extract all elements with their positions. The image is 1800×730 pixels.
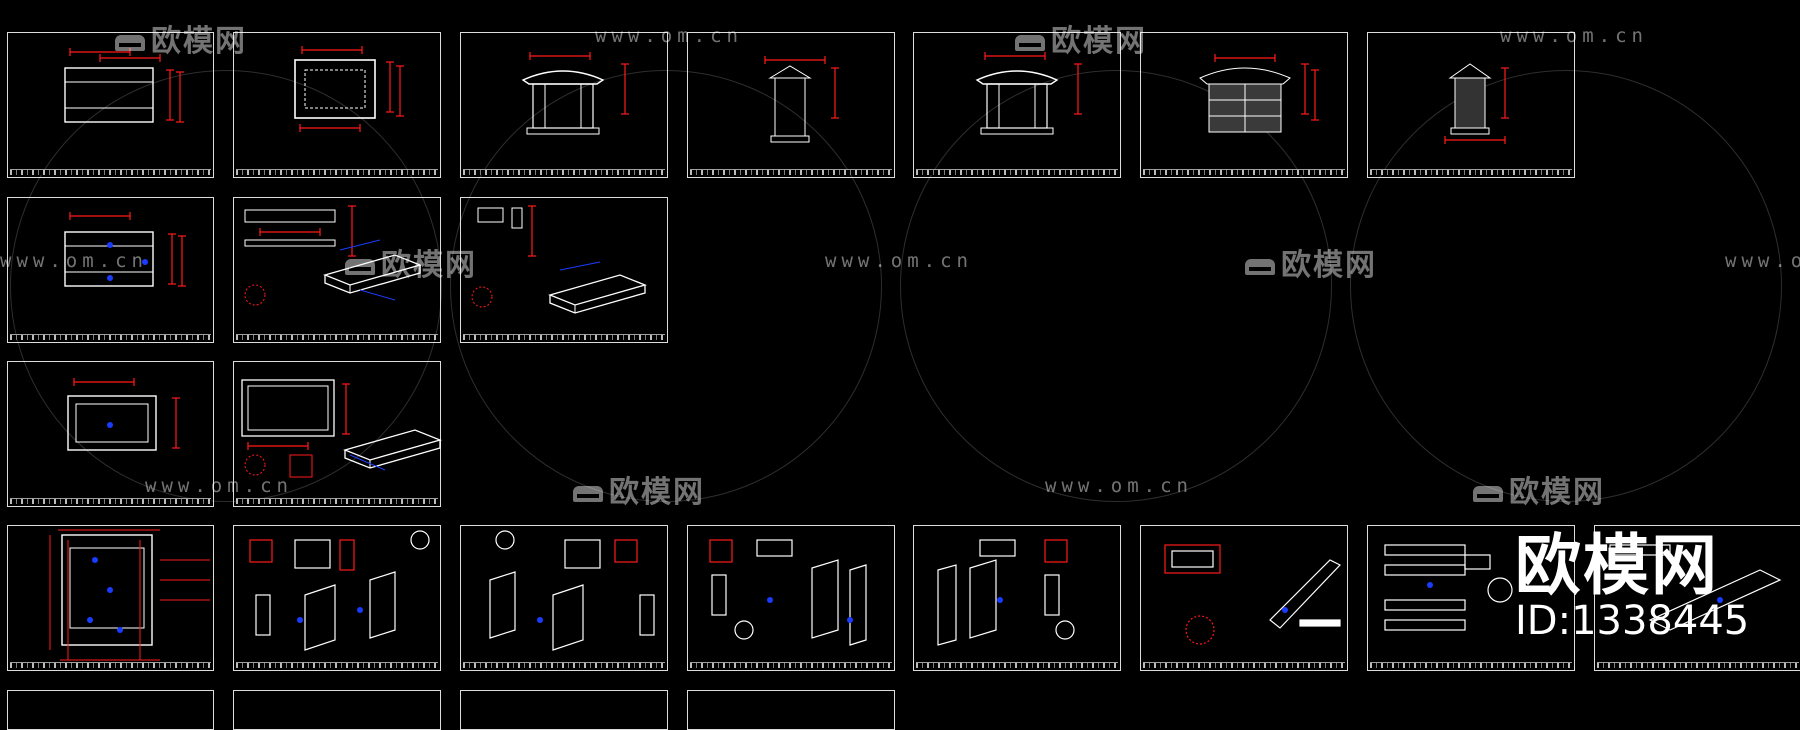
drawing-sheet[interactable] [233, 197, 441, 343]
drawing-sheet[interactable] [233, 32, 441, 178]
watermark-url: www.om.cn [825, 250, 973, 272]
watermark-brand: 欧模网 [573, 467, 705, 511]
watermark-url: www.om.cn [595, 25, 743, 47]
sofa-logo-icon [1015, 34, 1045, 51]
drawing-sheet[interactable] [687, 525, 895, 671]
title-block [236, 169, 438, 175]
watermark-brand: 欧模网 [345, 240, 477, 284]
watermark-url: www.om.cn [1045, 475, 1193, 497]
title-block [10, 169, 211, 175]
title-block [10, 498, 211, 504]
watermark-ring [1350, 70, 1782, 502]
watermark-url: www.om.cn [0, 250, 148, 272]
drawing-sheet[interactable] [1367, 32, 1575, 178]
drawing-sheet[interactable] [233, 525, 441, 671]
title-block [463, 169, 665, 175]
drawing-sheet[interactable] [1367, 525, 1575, 671]
drawing-sheet[interactable] [7, 197, 214, 343]
watermark-url: www.om.cn [145, 475, 293, 497]
title-block [236, 498, 438, 504]
title-block [916, 662, 1118, 668]
title-block [1143, 662, 1345, 668]
watermark-ring [900, 70, 1332, 502]
drawing-sheet[interactable] [913, 525, 1121, 671]
drawing-sheet[interactable] [233, 361, 441, 507]
watermark-url: www.om.cn [1725, 250, 1800, 272]
title-block [463, 334, 665, 340]
title-block [1370, 662, 1572, 668]
watermark-id: ID:1338445 [1515, 598, 1750, 644]
watermark-brand: 欧模网 [1245, 240, 1377, 284]
drawing-sheet[interactable] [1594, 525, 1800, 671]
title-block [1143, 169, 1345, 175]
drawing-sheet[interactable] [460, 197, 668, 343]
drawing-sheet[interactable] [460, 525, 668, 671]
title-block [236, 334, 438, 340]
watermark-brand: 欧模网 [115, 16, 247, 60]
drawing-sheet[interactable] [687, 32, 895, 178]
watermark-ring [10, 70, 442, 502]
title-block [463, 662, 665, 668]
title-block [10, 662, 211, 668]
title-block [1597, 662, 1799, 668]
sofa-logo-icon [115, 34, 145, 51]
watermark-brand: 欧模网 [1473, 467, 1605, 511]
title-block [10, 334, 211, 340]
sofa-logo-icon [1245, 258, 1275, 275]
drawing-sheet[interactable] [7, 361, 214, 507]
sofa-logo-icon [573, 485, 603, 502]
drawing-sheet[interactable] [1140, 525, 1348, 671]
sofa-logo-icon [1473, 485, 1503, 502]
title-block [690, 169, 892, 175]
sofa-logo-icon [345, 258, 375, 275]
drawing-sheet[interactable] [7, 32, 214, 178]
drawing-sheet[interactable] [1140, 32, 1348, 178]
watermark-brand-large: 欧模网 [1515, 527, 1719, 604]
cad-linework [49, 45, 1782, 661]
watermark-ring [450, 70, 882, 502]
title-block [236, 662, 438, 668]
title-block [916, 169, 1118, 175]
drawing-sheet[interactable] [7, 525, 214, 671]
watermark-url: www.om.cn [1500, 25, 1648, 47]
drawing-sheet[interactable] [460, 32, 668, 178]
title-block [690, 662, 892, 668]
drawing-sheet[interactable] [913, 32, 1121, 178]
watermark-brand: 欧模网 [1015, 16, 1147, 60]
title-block [1370, 169, 1572, 175]
